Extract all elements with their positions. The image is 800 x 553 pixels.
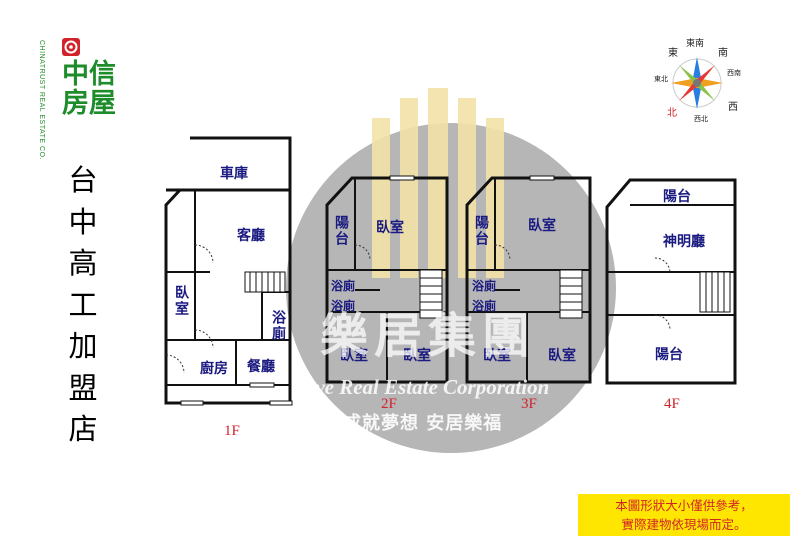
room-label-bathroom: 浴廁 <box>472 279 497 293</box>
room-label-kitchen: 廚房 <box>200 361 228 377</box>
room-label-balcony: 陽台 <box>333 215 349 247</box>
room-label-bedroom: 臥室 <box>340 348 368 364</box>
disclaimer-line-1: 本圖形狀大小僅供參考， <box>615 498 753 513</box>
floor-label-1f: 1F <box>224 423 240 439</box>
disclaimer-note: 本圖形狀大小僅供參考， 實際建物依現場而定。 <box>578 494 790 536</box>
room-label-garage: 車庫 <box>220 166 248 182</box>
room-label-dining-room: 餐廳 <box>247 359 275 375</box>
room-label-bedroom: 臥室 <box>403 348 431 364</box>
watermark-brand: 樂居集團 <box>320 308 537 364</box>
room-label-bathroom: 浴廁 <box>331 279 356 293</box>
room-label-bathroom: 浴廁 <box>270 310 286 342</box>
floor-label-2f: 2F <box>381 396 397 412</box>
brand-logo-icon <box>62 38 80 56</box>
room-label-balcony: 陽台 <box>473 215 489 247</box>
floor-label-3f: 3F <box>521 396 537 412</box>
compass-label-south: 南 <box>718 48 728 59</box>
compass-label-southwest: 西南 <box>727 69 741 77</box>
room-label-bedroom: 臥室 <box>548 348 576 364</box>
compass-label-northwest: 西北 <box>694 115 708 123</box>
room-label-bedroom: 臥室 <box>528 218 556 234</box>
compass-label-west: 西 <box>728 102 738 113</box>
room-label-bedroom: 臥室 <box>173 285 189 317</box>
watermark-slogan: 成就夢想 安居樂福 <box>343 413 503 434</box>
room-label-balcony: 陽台 <box>663 189 691 205</box>
compass-label-north: 北 <box>667 108 677 119</box>
room-label-bedroom: 臥室 <box>376 220 404 236</box>
brand-english-name: CHINATRUST REAL ESTATE CO. <box>38 40 45 160</box>
compass-label-southeast: 東南 <box>686 39 705 49</box>
room-label-bathroom: 浴廁 <box>331 299 356 313</box>
compass-label-east: 東 <box>668 48 678 59</box>
store-name: 台中高工加盟店 <box>68 163 98 446</box>
room-label-bathroom: 浴廁 <box>472 299 497 313</box>
disclaimer-line-2: 實際建物依現場而定。 <box>621 517 747 532</box>
watermark-english: Love Real Estate Corporation <box>292 375 550 399</box>
room-label-living-room: 客廳 <box>237 228 265 244</box>
room-label-balcony: 陽台 <box>655 347 683 363</box>
floor-label-4f: 4F <box>664 396 680 412</box>
room-label-bedroom: 臥室 <box>483 348 511 364</box>
brand-name: 中信房屋 <box>62 59 116 119</box>
compass-label-northeast: 東北 <box>654 75 668 83</box>
compass-icon <box>671 57 723 109</box>
room-label-shrine-hall: 神明廳 <box>663 234 705 250</box>
